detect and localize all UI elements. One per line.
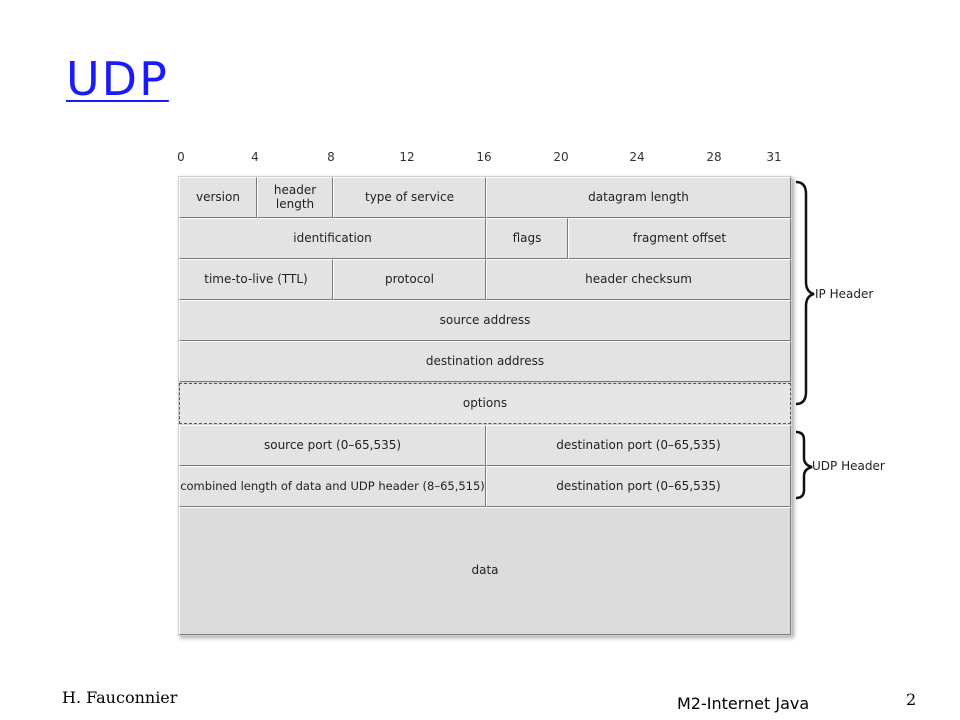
bit-label: 31 (766, 150, 782, 164)
field-destination-port: destination port (0–65,535) (486, 466, 791, 507)
slide-title[interactable]: UDP (66, 52, 169, 106)
bit-label: 16 (476, 150, 492, 164)
field-identification: identification (179, 218, 486, 259)
field-destination-port: destination port (0–65,535) (486, 425, 791, 466)
header-braces (795, 180, 815, 500)
field-header-length: header length (257, 177, 333, 218)
field-datagram-length: datagram length (486, 177, 791, 218)
field-source-port: source port (0–65,535) (179, 425, 486, 466)
field-flags: flags (486, 218, 568, 259)
field-source-address: source address (179, 300, 791, 341)
bit-label: 12 (399, 150, 415, 164)
field-options: options (179, 383, 791, 424)
field-ttl: time-to-live (TTL) (179, 259, 333, 300)
field-data: data (179, 507, 791, 635)
page-number: 2 (906, 690, 917, 709)
field-fragment-offset: fragment offset (568, 218, 791, 259)
footer-course: M2-Internet Java (677, 694, 810, 713)
field-version: version (179, 177, 257, 218)
ip-header-label: IP Header (815, 287, 874, 301)
footer-author: H. Fauconnier (62, 688, 178, 707)
bit-label: 24 (629, 150, 645, 164)
bit-label: 8 (327, 150, 335, 164)
bit-label: 20 (553, 150, 569, 164)
field-header-checksum: header checksum (486, 259, 791, 300)
field-combined-length: combined length of data and UDP header (… (179, 466, 486, 507)
ip-header-brace (795, 180, 815, 406)
bit-label: 4 (251, 150, 259, 164)
field-type-of-service: type of service (333, 177, 486, 218)
udp-header-brace (795, 430, 813, 500)
field-protocol: protocol (333, 259, 486, 300)
bit-label: 28 (706, 150, 722, 164)
bit-label: 0 (177, 150, 185, 164)
field-destination-address: destination address (179, 341, 791, 382)
udp-header-label: UDP Header (812, 459, 885, 473)
